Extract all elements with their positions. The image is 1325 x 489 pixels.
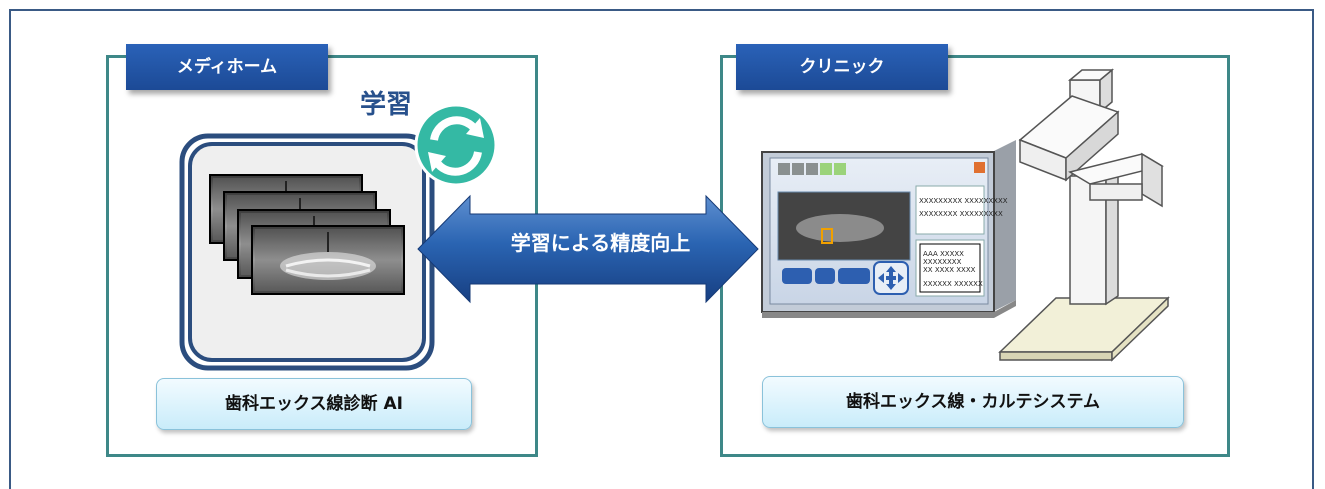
diagram-graphics: XXXXXXXXX XXXXXXXXX XXXXXXXX XXXXXXXXX A… xyxy=(179,68,1170,371)
clinic-tab: クリニック xyxy=(736,44,948,90)
xray-image-stack xyxy=(208,173,406,296)
xray-machine-illustration xyxy=(998,68,1170,362)
diagram-frame xyxy=(9,9,1314,489)
double-arrow xyxy=(417,194,759,304)
screen-info-4: XXXXXX XXXXXX xyxy=(923,280,983,288)
clinic-monitor xyxy=(761,140,1016,318)
accuracy-improvement-label: 学習による精度向上 xyxy=(510,231,691,255)
learning-label: 学習 xyxy=(360,90,413,120)
screen-text-line2: XXXXXXXX XXXXXXXXX xyxy=(919,210,1003,218)
screen-text-line1: XXXXXXXXX XXXXXXXXX xyxy=(919,197,1008,205)
screen-info-1: AAA XXXXX xyxy=(923,250,964,258)
medihome-tab: メディホーム xyxy=(126,44,328,90)
screen-info-2: XXXXXXXX xyxy=(923,258,962,266)
dental-xray-ai-caption: 歯科エックス線診断 AI xyxy=(156,378,472,430)
dental-xray-chart-system-caption: 歯科エックス線・カルテシステム xyxy=(762,376,1184,428)
screen-info-3: XX XXXX XXXX xyxy=(923,266,976,274)
sync-icon xyxy=(414,103,498,187)
